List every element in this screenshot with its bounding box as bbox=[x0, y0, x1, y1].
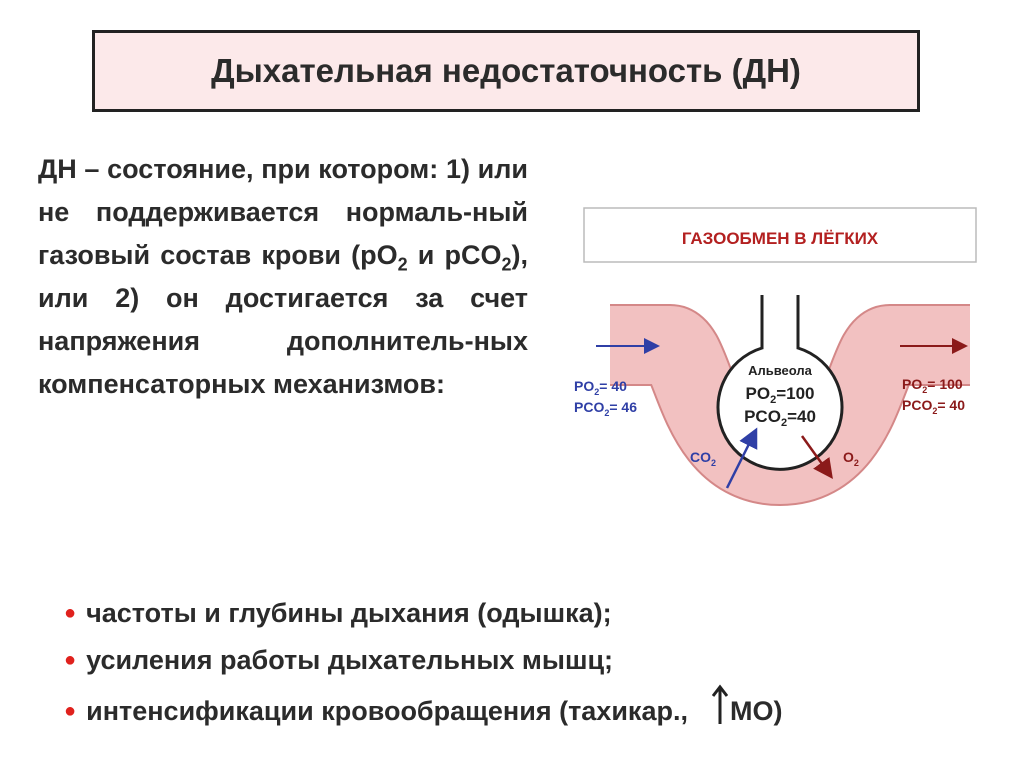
bullet-icon: ● bbox=[64, 700, 77, 722]
diagram-header: ГАЗООБМЕН В ЛЁГКИХ bbox=[682, 229, 879, 248]
alveola-po2: PO2=100 bbox=[746, 384, 815, 406]
list-item: ● усиления работы дыхательных мышц; bbox=[64, 637, 782, 684]
definition-part2: ), или 2) он достигается за счет напряже… bbox=[38, 240, 529, 399]
arterial-pco2: PCO2= 40 bbox=[902, 397, 965, 416]
o2-label: O2 bbox=[843, 449, 859, 468]
bullet-text: интенсификации кровообращения (тахикар., bbox=[86, 696, 688, 726]
gas-exchange-diagram: ГАЗООБМЕН В ЛЁГКИХ Альвеола PO2=100 PCO2… bbox=[574, 207, 977, 506]
arrow-up-icon bbox=[711, 684, 728, 724]
diagram-header-box bbox=[583, 207, 977, 263]
subscript: 2 bbox=[501, 254, 512, 275]
bullet-text: частоты и глубины дыхания (одышка); bbox=[86, 598, 612, 628]
venous-po2: PO2= 40 bbox=[574, 378, 627, 397]
co2-diffusion-arrow bbox=[725, 427, 758, 489]
bullet-icon: ● bbox=[64, 649, 77, 671]
co2-label: CO2 bbox=[690, 449, 716, 468]
definition-part1: ДН – состояние, при котором: 1) или не п… bbox=[38, 154, 528, 270]
bullet-text: усиления работы дыхательных мышц; bbox=[86, 645, 614, 675]
o2-diffusion-arrow bbox=[800, 435, 833, 480]
bullet-suffix: МО) bbox=[729, 696, 783, 726]
bullet-icon: ● bbox=[64, 602, 77, 624]
arterial-po2: PO2= 100 bbox=[902, 376, 963, 395]
alveola bbox=[716, 295, 844, 471]
title-box: Дыхательная недостаточность (ДН) bbox=[92, 30, 920, 112]
list-item: ● частоты и глубины дыхания (одышка); bbox=[64, 590, 782, 637]
bullet-list: ● частоты и глубины дыхания (одышка); ● ус… bbox=[64, 590, 782, 731]
alveola-label: Альвеола bbox=[748, 363, 813, 378]
page-title: Дыхательная недостаточность (ДН) bbox=[211, 52, 801, 89]
subscript: 2 bbox=[397, 254, 408, 275]
alveola-pco2: PCO2=40 bbox=[744, 407, 816, 429]
venous-pco2: PCO2= 46 bbox=[574, 399, 637, 418]
list-item: ● интенсификации кровообращения (тахикар.… bbox=[64, 684, 782, 731]
definition-text: ДН – состояние, при котором: 1) или не п… bbox=[38, 148, 528, 406]
definition-mid: и pCO bbox=[407, 240, 502, 270]
